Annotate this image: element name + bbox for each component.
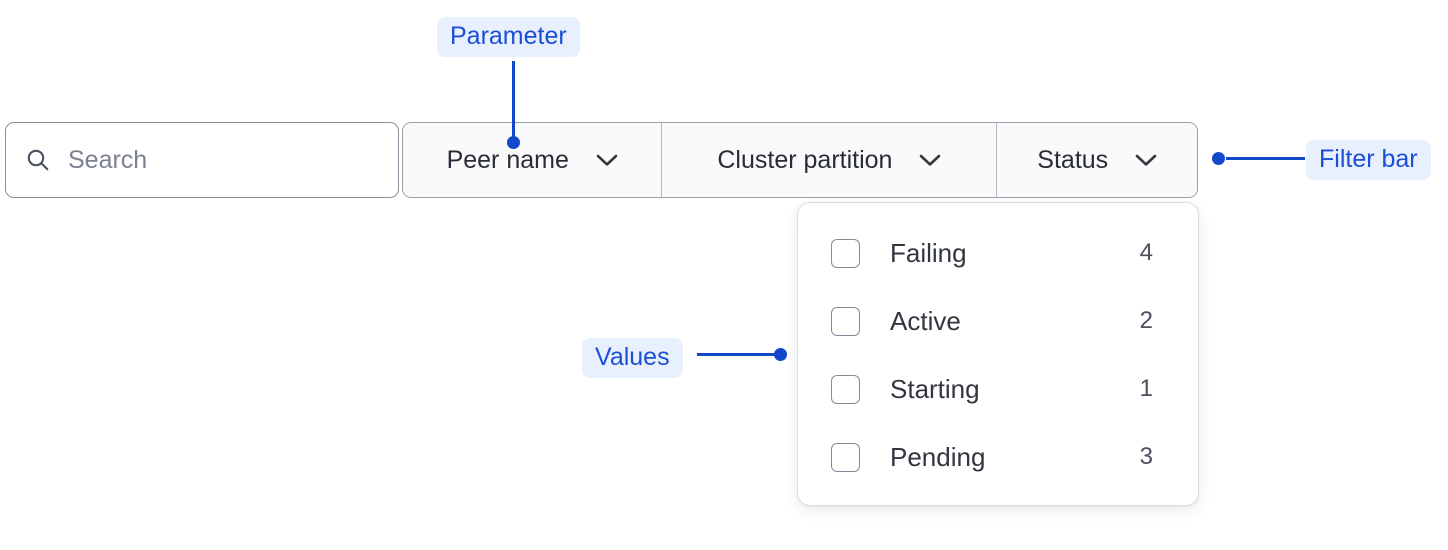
list-item-label: Active: [890, 305, 961, 336]
checkbox[interactable]: [831, 442, 860, 472]
chevron-down-icon: [1135, 154, 1157, 166]
chevron-down-icon: [596, 154, 618, 166]
list-item-label: Starting: [890, 373, 980, 404]
filter-button-cluster-partition[interactable]: Cluster partition: [661, 123, 997, 197]
annotation-dot-values: [774, 348, 787, 361]
list-item-count: 2: [1139, 307, 1153, 334]
filter-button-group: Peer name Cluster partition Status: [402, 122, 1198, 198]
annotation-label-filter-bar: Filter bar: [1306, 140, 1431, 181]
checkbox[interactable]: [831, 238, 860, 268]
annotation-label-parameter: Parameter: [437, 17, 580, 58]
list-item[interactable]: Starting 1: [798, 355, 1198, 423]
annotation-leader-line-parameter: [512, 61, 515, 142]
filter-button-status[interactable]: Status: [996, 123, 1197, 197]
checkbox[interactable]: [831, 306, 860, 336]
annotation-leader-line-values: [697, 353, 781, 356]
filter-bar: Peer name Cluster partition Status: [5, 122, 1198, 198]
list-item-label: Pending: [890, 441, 986, 472]
list-item-count: 3: [1139, 443, 1153, 470]
search-icon: [27, 149, 49, 171]
filter-button-peer-name-label: Peer name: [446, 145, 569, 174]
filter-button-cluster-partition-label: Cluster partition: [717, 145, 893, 174]
list-item[interactable]: Failing 4: [798, 219, 1198, 287]
list-item-label: Failing: [890, 237, 967, 268]
list-item[interactable]: Active 2: [798, 287, 1198, 355]
annotation-dot-parameter: [507, 136, 520, 149]
search-input[interactable]: [68, 145, 368, 175]
filter-button-status-label: Status: [1037, 145, 1109, 174]
list-item[interactable]: Pending 3: [798, 423, 1198, 491]
filter-button-peer-name[interactable]: Peer name: [403, 123, 662, 197]
checkbox[interactable]: [831, 374, 860, 404]
status-values-dropdown: Failing 4 Active 2 Starting 1 Pending 3: [797, 202, 1199, 506]
annotation-dot-filter-bar: [1212, 152, 1225, 165]
list-item-count: 4: [1139, 239, 1153, 266]
annotation-leader-line-filter-bar: [1226, 157, 1305, 160]
annotation-label-values: Values: [582, 338, 683, 379]
search-field[interactable]: [5, 122, 400, 198]
chevron-down-icon: [920, 154, 941, 166]
list-item-count: 1: [1139, 375, 1153, 402]
